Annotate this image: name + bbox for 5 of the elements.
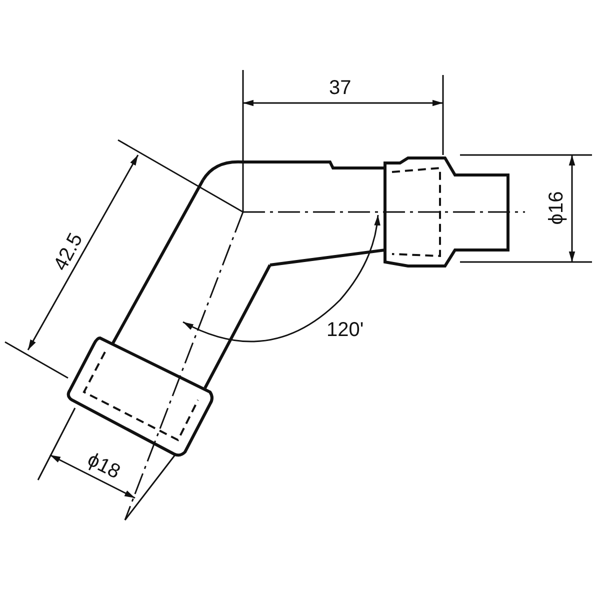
angle-label: 120' — [326, 320, 364, 340]
dimension-label: 37 — [329, 78, 352, 98]
dimension-label: ϕ16 — [546, 191, 566, 225]
dimension-label: 42.5 — [50, 230, 86, 274]
dimension-label: ϕ18 — [84, 450, 123, 482]
